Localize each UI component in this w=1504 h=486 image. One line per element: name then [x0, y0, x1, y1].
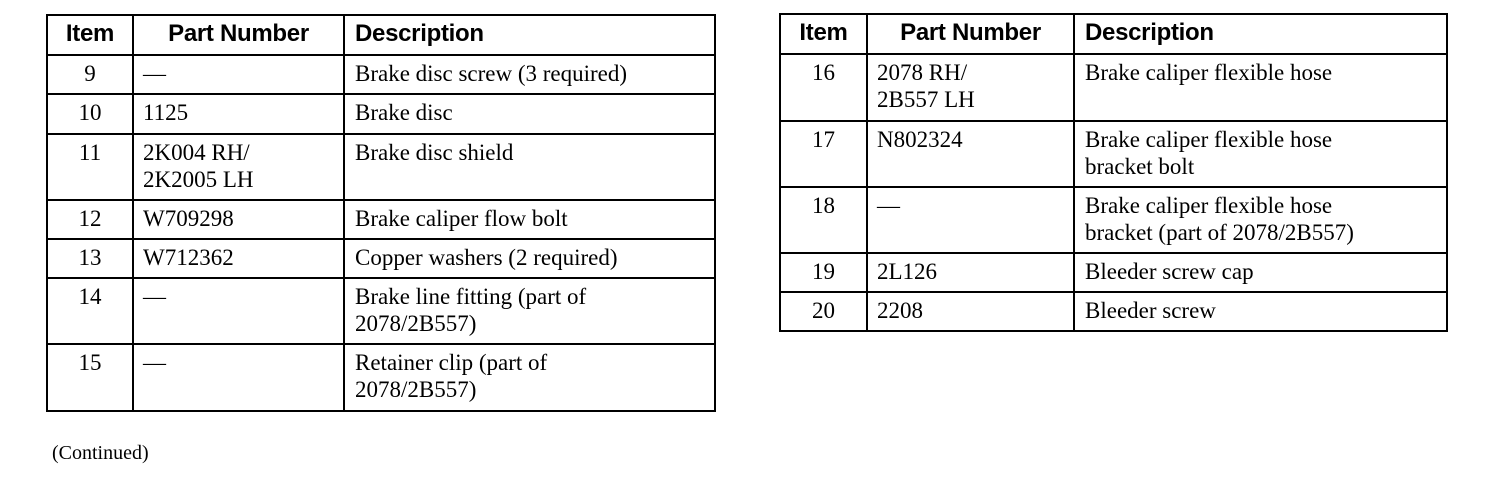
cell-line: Brake disc screw (3 required): [355, 61, 628, 87]
table-row: 19 2L126 Bleeder screw cap: [779, 252, 1448, 294]
column-header-part-number: Part Number: [866, 12, 1075, 56]
cell-description: Brake caliper flexible hose: [1073, 53, 1448, 122]
cell-line: 2078/2B557): [355, 377, 477, 403]
table-row: 20 2208 Bleeder screw: [779, 291, 1448, 333]
cell-description: Bleeder screw cap: [1073, 252, 1448, 294]
cell-item-number: 15: [46, 343, 134, 412]
cell-description: Brake disc screw (3 required): [343, 54, 716, 96]
cell-line: Retainer clip (part of: [355, 350, 548, 376]
cell-line: bracket (part of 2078/2B557): [1085, 219, 1354, 245]
column-header-description: Description: [343, 13, 716, 57]
cell-part-number: W709298: [132, 198, 345, 240]
cell-line: 2K2005 LH: [143, 166, 254, 192]
cell-line: 2078/2B557): [355, 311, 477, 337]
cell-part-number: —: [132, 277, 345, 346]
cell-line: 2078 RH/: [877, 60, 968, 86]
cell-line: Brake disc: [355, 100, 453, 126]
cell-part-number: —: [132, 343, 345, 412]
cell-line: —: [143, 284, 166, 310]
cell-item-number: 16: [779, 53, 868, 122]
cell-line: 2L126: [877, 259, 938, 285]
cell-line: 2B557 LH: [877, 87, 975, 113]
table-row: 10 1125 Brake disc: [46, 93, 716, 135]
cell-line: Brake caliper flexible hose: [1085, 60, 1333, 86]
column-header-description: Description: [1073, 12, 1448, 56]
cell-part-number: 2K004 RH/2K2005 LH: [132, 132, 345, 201]
cell-line: —: [143, 61, 166, 87]
cell-line: Copper washers (2 required): [355, 244, 618, 270]
table-row: 13 W712362 Copper washers (2 required): [46, 237, 716, 280]
column-header-item: Item: [779, 12, 868, 56]
cell-line: N802324: [877, 126, 963, 152]
cell-part-number: 1125: [132, 93, 345, 135]
cell-description: Brake disc: [343, 93, 716, 135]
cell-line: Brake caliper flexible hose: [1085, 126, 1333, 152]
cell-line: Bleeder screw cap: [1085, 259, 1254, 285]
cell-line: Brake caliper flexible hose: [1085, 192, 1333, 218]
continued-note: (Continued): [52, 442, 149, 464]
cell-item-number: 10: [46, 93, 134, 135]
cell-description: Bleeder screw: [1073, 291, 1448, 333]
cell-part-number: 2208: [866, 291, 1075, 333]
cell-line: Brake line fitting (part of: [355, 284, 587, 310]
cell-item-number: 11: [46, 132, 134, 201]
table-header-row: Item Part Number Description: [46, 13, 716, 57]
cell-part-number: —: [132, 54, 345, 96]
cell-item-number: 20: [779, 291, 868, 333]
cell-part-number: 2078 RH/2B557 LH: [866, 53, 1075, 122]
cell-item-number: 19: [779, 252, 868, 294]
column-header-item: Item: [46, 13, 134, 57]
cell-description: Brake disc shield: [343, 132, 716, 201]
cell-item-number: 12: [46, 198, 134, 240]
column-header-part-number: Part Number: [132, 13, 345, 57]
cell-item-number: 18: [779, 185, 868, 255]
cell-line: —: [877, 192, 900, 218]
table-row: 12 W709298 Brake caliper flow bolt: [46, 198, 716, 240]
parts-table-left: Item Part Number Description 9 — Brake dis…: [46, 13, 716, 412]
cell-description: Copper washers (2 required): [343, 237, 716, 280]
cell-line: Bleeder screw: [1085, 298, 1216, 324]
cell-line: 2208: [877, 298, 923, 324]
cell-item-number: 13: [46, 237, 134, 280]
table-header-row: Item Part Number Description: [779, 12, 1448, 56]
cell-item-number: 17: [779, 119, 868, 188]
cell-part-number: N802324: [866, 119, 1075, 188]
cell-part-number: W712362: [132, 237, 345, 280]
cell-line: Brake disc shield: [355, 139, 514, 165]
cell-part-number: —: [866, 185, 1075, 255]
cell-line: W712362: [143, 244, 234, 270]
cell-line: —: [143, 350, 166, 376]
cell-description: Brake caliper flow bolt: [343, 198, 716, 240]
cell-item-number: 14: [46, 277, 134, 346]
cell-line: 2K004 RH/: [143, 139, 250, 165]
cell-line: 1125: [143, 100, 189, 126]
cell-part-number: 2L126: [866, 252, 1075, 294]
cell-line: bracket bolt: [1085, 153, 1195, 179]
cell-line: Brake caliper flow bolt: [355, 205, 568, 231]
cell-line: W709298: [143, 205, 234, 231]
cell-item-number: 9: [46, 54, 134, 96]
table-row: 9 — Brake disc screw (3 required): [46, 54, 716, 96]
